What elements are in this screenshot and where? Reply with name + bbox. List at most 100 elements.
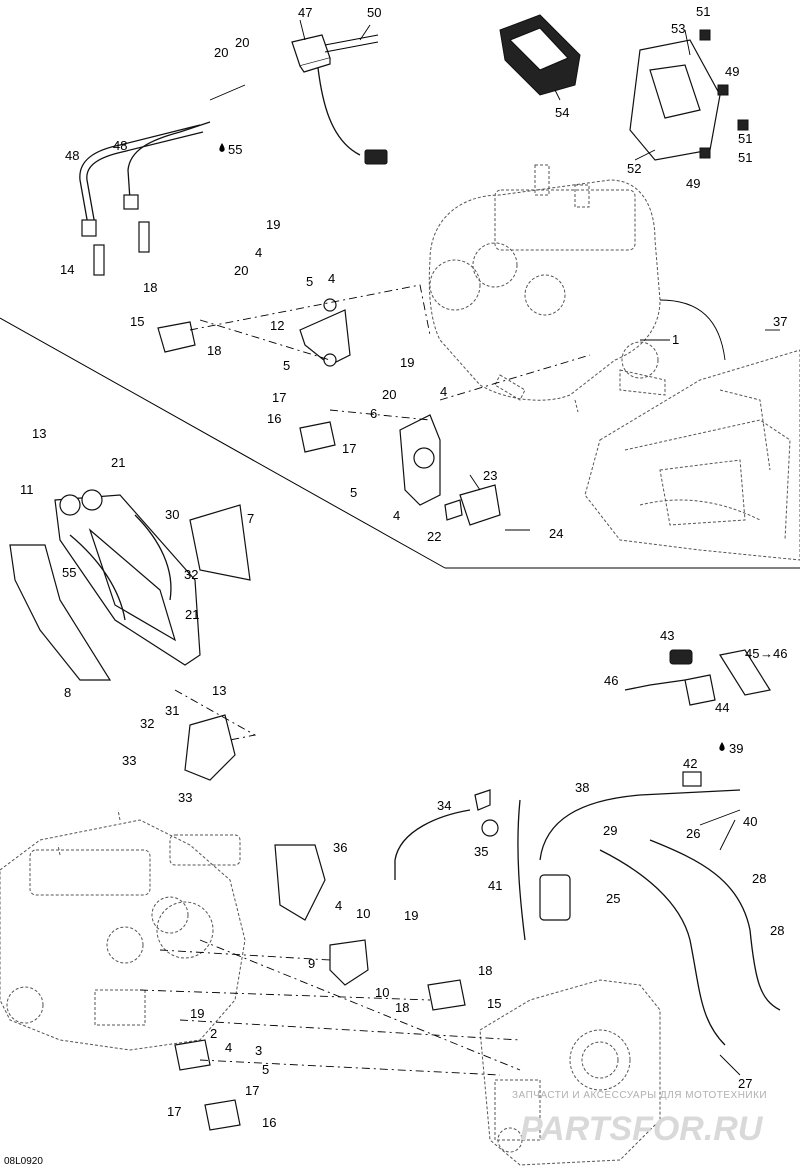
callout-49: 49 [725,64,739,79]
cover-7 [189,504,251,581]
callout-3: 3 [255,1043,262,1058]
assembly-leader-2 [199,319,331,361]
assembly-leader-7 [199,939,521,1071]
callout-14: 14 [60,262,74,277]
callout-5: 5 [283,358,290,373]
callout-23: 23 [483,468,497,483]
rubber-mount-16 [299,421,336,453]
callout-20: 20 [234,263,248,278]
callout-19: 19 [266,217,280,232]
callout-26: 26 [686,826,700,841]
callout-4: 4 [328,271,335,286]
callout-29: 29 [603,823,617,838]
callout-43: 43 [660,628,674,643]
callout-7: 7 [247,511,254,526]
callout-16: 16 [262,1115,276,1130]
spark-plug-wires-48 [79,121,211,237]
ecu-module-54 [499,14,581,96]
rubber-mount-15 [157,321,196,353]
bracket-31 [184,714,236,781]
callout-33: 33 [178,790,192,805]
callout-15: 15 [487,996,501,1011]
callout-12: 12 [270,318,284,333]
callout-22: 22 [427,529,441,544]
callout-48: 48 [65,148,79,163]
ecu-bracket-52 [629,29,749,161]
assembly-leader-5 [174,689,257,741]
callout-20: 20 [382,387,396,402]
switch-assembly-43-44-45 [624,649,771,706]
sensor-34 [394,789,499,880]
engine-top-ghost [428,164,666,413]
callout-9: 9 [308,956,315,971]
ignition-coil-47 [291,34,388,165]
callout-4: 4 [335,898,342,913]
arrow-coil-direction [209,84,246,101]
callout-1: 1 [672,332,679,347]
callout-4: 4 [393,508,400,523]
callout-51: 51 [738,131,752,146]
callout-5: 5 [262,1062,269,1077]
cable-38 [539,771,741,861]
assembly-leader-4 [439,354,591,401]
callout-19: 19 [400,355,414,370]
callout-13: 13 [212,683,226,698]
callout-41: 41 [488,878,502,893]
callout-34: 34 [437,798,451,813]
seal-strip-55 [69,534,126,621]
callout-17: 17 [245,1083,259,1098]
belt-guard-assembly [54,489,201,666]
callout-38: 38 [575,780,589,795]
callout-36: 36 [333,840,347,855]
assembly-leader-3 [329,409,431,421]
callout-5: 5 [350,485,357,500]
cover-36 [274,844,326,921]
watermark-brand: PARTSFOR.RU [520,1110,764,1148]
callout-48: 48 [113,138,127,153]
callout-4: 4 [255,245,262,260]
callout-53: 53 [671,21,685,36]
diagram-code: 08L0920 [4,1156,43,1167]
chassis-frame-ghost [584,349,800,561]
callout-17: 17 [342,441,356,456]
callout-31: 31 [165,703,179,718]
callout-46: 46 [773,646,787,661]
seal-strip-30 [134,514,172,601]
hoses-25-26 [599,839,781,1046]
callout-16: 16 [267,411,281,426]
callout-18: 18 [478,963,492,978]
callout-55: 55 [228,142,242,157]
engine-bottom-ghost [0,809,246,1051]
callout-19: 19 [190,1006,204,1021]
callout-50: 50 [367,5,381,20]
bracket-2 [174,1039,211,1071]
callout-11: 11 [20,482,34,497]
callout-15: 15 [130,314,144,329]
callout-21: 21 [111,455,125,470]
callout-30: 30 [165,507,179,522]
callout-17: 17 [272,390,286,405]
engine-block-bottom-right-ghost [479,979,661,1166]
spark-plugs-14 [93,221,150,276]
callout-17: 17 [167,1104,181,1119]
callout-51: 51 [696,4,710,19]
callout-13: 13 [32,426,46,441]
callout-5: 5 [306,274,313,289]
callout-2: 2 [210,1026,217,1041]
callout-54: 54 [555,105,569,120]
callout-21: 21 [185,607,199,622]
callout-32: 32 [184,567,198,582]
callout-20: 20 [214,45,228,60]
callout-leaders [299,19,780,1076]
callout-45-arrow: → [760,646,773,661]
callout-45: 45 [745,646,759,661]
callout-25: 25 [606,891,620,906]
callout-35: 35 [474,844,488,859]
assembly-leader-6 [159,949,331,961]
callout-18: 18 [395,1000,409,1015]
assembly-leader-1 [189,284,431,336]
callout-37: 37 [773,314,787,329]
callout-44: 44 [715,700,729,715]
callout-4: 4 [225,1040,232,1055]
